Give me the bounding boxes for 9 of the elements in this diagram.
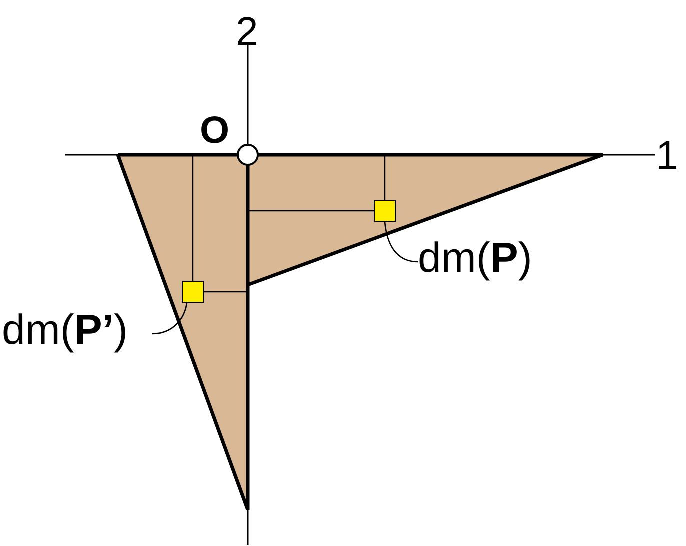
marker-square [182,281,204,303]
axis-label: 1 [656,136,678,176]
marker-square [374,200,396,222]
point-label: dm(P’) [2,306,128,354]
leader-line [384,222,418,263]
axis-label: 2 [236,12,258,52]
leader-line [152,302,188,335]
origin-label: O [200,112,230,150]
point-label: dm(P) [418,234,532,282]
